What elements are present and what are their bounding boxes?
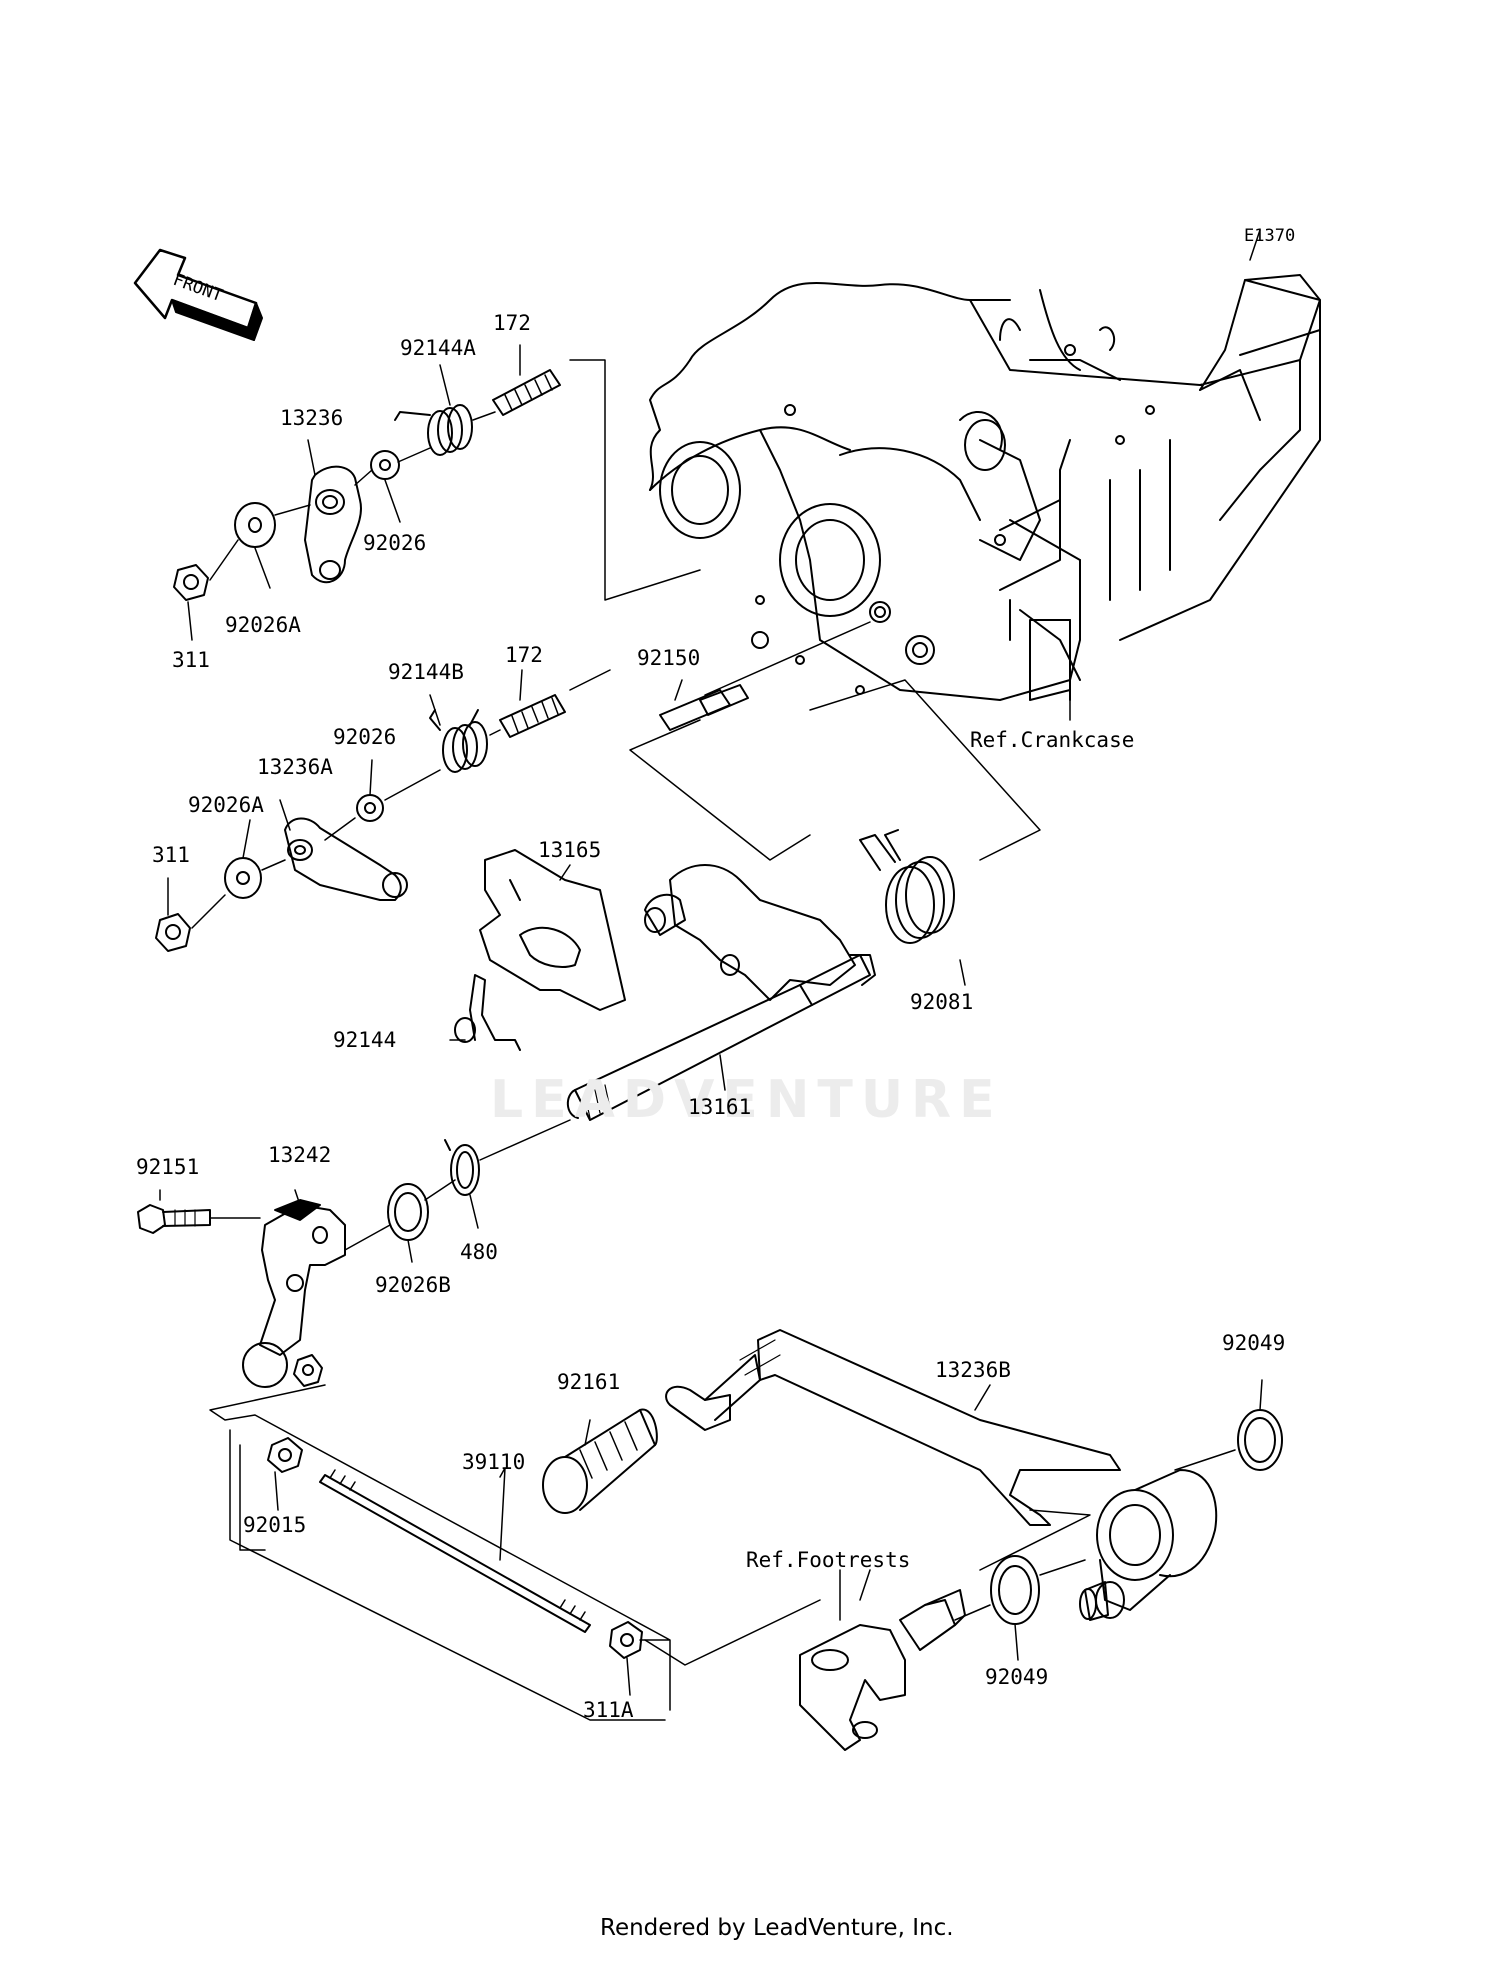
axis-line-middle: [192, 670, 610, 928]
part-label-480: 480: [460, 1240, 498, 1264]
dowel-92150-drawing: [660, 685, 748, 730]
washer-92026A-upper-drawing: [235, 503, 275, 547]
front-arrow-icon: [135, 250, 262, 340]
axis-line-lower: [345, 1120, 570, 1250]
nut-92015-drawing: [268, 1438, 302, 1472]
label-leaders: [160, 345, 1262, 1720]
part-label-13242: 13242: [268, 1143, 332, 1167]
leader-upper-assembly: [570, 360, 700, 600]
washer-92049-upper-drawing: [1238, 1410, 1282, 1470]
part-label-92049-upper: 92049: [1222, 1331, 1286, 1355]
part-label-13236: 13236: [280, 406, 344, 430]
part-label-92144A: 92144A: [400, 336, 476, 360]
part-label-172-lower: 172: [505, 643, 543, 667]
part-label-13236B: 13236B: [935, 1358, 1011, 1382]
part-label-92081: 92081: [910, 990, 974, 1014]
lever-13242-drawing: [243, 1200, 345, 1387]
axis-line-upper: [210, 412, 495, 580]
washer-92026-upper-drawing: [371, 451, 399, 479]
plate-13165-drawing: [480, 850, 625, 1010]
part-label-92151: 92151: [136, 1155, 200, 1179]
part-label-39110: 39110: [462, 1450, 526, 1474]
part-label-311-upper: 311: [172, 648, 210, 672]
spring-172-lower-drawing: [500, 695, 565, 737]
rubber-92161-drawing: [543, 1410, 657, 1513]
washer-92026A-lower-drawing: [225, 858, 261, 898]
axis-line-92049-upper: [1175, 1450, 1235, 1470]
washer-92049-lower-drawing: [991, 1556, 1039, 1624]
part-label-92144B: 92144B: [388, 660, 464, 684]
watermark: LEADVENTURE: [490, 1070, 1003, 1130]
part-label-92026A-upper: 92026A: [225, 613, 301, 637]
shift-shaft-13161-drawing: [568, 865, 875, 1120]
washer-92026-lower-drawing: [357, 795, 383, 821]
leader-311A-footrest: [645, 1600, 820, 1665]
part-label-13161: 13161: [688, 1095, 752, 1119]
footrest-bracket-drawing: [800, 1590, 965, 1750]
leader-92081: [810, 680, 1040, 860]
axis-line-92049-lower: [955, 1560, 1085, 1620]
crankcase-drawing: [650, 230, 1320, 700]
part-label-92026B: 92026B: [375, 1273, 451, 1297]
snap-ring-480-drawing: [445, 1140, 479, 1195]
washer-92026B-drawing: [388, 1184, 428, 1240]
lever-13236A-drawing: [285, 818, 407, 900]
part-label-172-upper: 172: [493, 311, 531, 335]
reference-crankcase: Ref.Crankcase: [970, 728, 1135, 752]
part-label-92049-lower: 92049: [985, 1665, 1049, 1689]
bolt-92151-drawing: [138, 1205, 260, 1233]
nut-311A-drawing: [610, 1622, 642, 1658]
footer-credit: Rendered by LeadVenture, Inc.: [600, 1915, 954, 1941]
spring-92144-drawing: [455, 975, 520, 1050]
pedal-13236B-drawing: [666, 1330, 1216, 1620]
part-label-92026-lower: 92026: [333, 725, 397, 749]
part-label-92026A-lower: 92026A: [188, 793, 264, 817]
nut-311-lower-drawing: [156, 914, 190, 951]
part-label-92150: 92150: [637, 646, 701, 670]
diagram-code: E1370: [1244, 226, 1296, 246]
part-label-92144: 92144: [333, 1028, 397, 1052]
spring-92144B-drawing: [430, 710, 487, 772]
part-label-311A: 311A: [583, 1698, 634, 1722]
nut-311-upper-drawing: [174, 565, 208, 600]
reference-footrests: Ref.Footrests: [746, 1548, 911, 1572]
leader-footrests: [840, 1510, 1090, 1620]
part-label-311-lower: 311: [152, 843, 190, 867]
spring-92081-drawing: [860, 830, 954, 943]
rod-39110-drawing: [320, 1470, 590, 1632]
spring-92144A-drawing: [395, 405, 472, 455]
leader-92150: [630, 622, 870, 860]
part-label-13165: 13165: [538, 838, 602, 862]
part-label-92026-upper: 92026: [363, 531, 427, 555]
part-label-92015: 92015: [243, 1513, 307, 1537]
spring-172-upper-drawing: [493, 370, 560, 415]
lever-13236-drawing: [305, 467, 361, 583]
part-label-92161: 92161: [557, 1370, 621, 1394]
part-label-13236A: 13236A: [257, 755, 333, 779]
